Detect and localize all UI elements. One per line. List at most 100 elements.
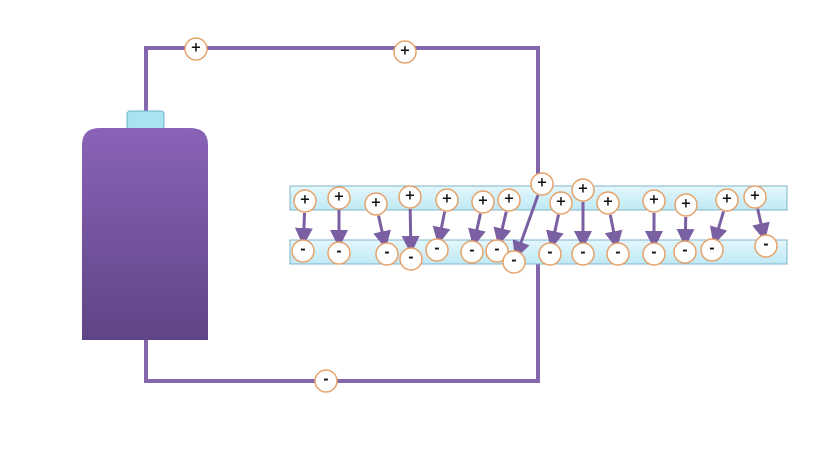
positive-charge-symbol: +: [191, 41, 202, 56]
negative-charge-circle: [754, 234, 778, 258]
negative-charge-circle: [375, 242, 399, 266]
field-arrow: [294, 212, 313, 247]
negative-charge: -: [673, 240, 697, 264]
negative-charge-symbol: -: [580, 246, 585, 261]
positive-charge-circle: [571, 178, 595, 202]
positive-charge: +: [674, 193, 698, 217]
positive-charge-symbol: +: [537, 176, 548, 191]
positive-charge-circle: [398, 185, 422, 209]
positive-charge: +: [743, 185, 767, 209]
negative-charge-symbol: -: [547, 246, 552, 261]
negative-charge-symbol: -: [511, 254, 516, 269]
positive-charge: +: [549, 191, 573, 215]
negative-charge-circle: [502, 250, 526, 274]
negative-charge: -: [314, 369, 338, 393]
positive-charge-circle: [715, 188, 739, 212]
field-arrow: [709, 211, 728, 246]
negative-charge-symbol: -: [323, 373, 328, 388]
positive-charge-symbol: +: [400, 44, 411, 59]
negative-charge-symbol: -: [384, 246, 389, 261]
positive-charge: +: [497, 188, 521, 212]
negative-charge-circle: [399, 247, 423, 271]
negative-charge-circle: [291, 239, 315, 263]
field-arrow: [468, 213, 486, 248]
negative-charge: -: [460, 240, 484, 264]
top-wire: [144, 46, 540, 186]
positive-charge: +: [364, 192, 388, 216]
negative-charge-circle: [571, 242, 595, 266]
negative-charge: -: [375, 242, 399, 266]
positive-charge-circle: [674, 193, 698, 217]
field-arrow: [493, 211, 512, 247]
negative-charge-circle: [425, 238, 449, 262]
negative-charge: -: [502, 250, 526, 274]
negative-charge-circle: [314, 369, 338, 393]
positive-charge-circle: [184, 37, 208, 61]
positive-charge-symbol: +: [405, 189, 416, 204]
negative-charge-circle: [700, 238, 724, 262]
negative-charge-symbol: -: [682, 244, 687, 259]
negative-charge-circle: [673, 240, 697, 264]
negative-charge: -: [606, 242, 630, 266]
charges: ---------------+++++++++++++++++-: [184, 37, 778, 393]
positive-charge-symbol: +: [603, 195, 614, 210]
negative-charge-circle: [460, 240, 484, 264]
positive-charge-circle: [471, 190, 495, 214]
negative-charge-symbol: -: [469, 244, 474, 259]
positive-charge-symbol: +: [649, 193, 660, 208]
positive-charge-circle: [327, 186, 351, 210]
positive-charge-symbol: +: [442, 192, 453, 207]
negative-charge-symbol: -: [408, 251, 413, 266]
negative-charge: -: [327, 241, 351, 265]
positive-charge-symbol: +: [750, 189, 761, 204]
positive-charge-circle: [596, 191, 620, 215]
negative-charge-symbol: -: [336, 245, 341, 260]
negative-charge: -: [700, 238, 724, 262]
negative-charge: -: [485, 239, 509, 263]
positive-charge: +: [435, 188, 459, 212]
positive-charge-circle: [497, 188, 521, 212]
positive-charge: +: [571, 178, 595, 202]
field-arrow: [512, 194, 540, 260]
field-arrow: [373, 215, 391, 250]
negative-charge-circle: [606, 242, 630, 266]
positive-charge: +: [596, 191, 620, 215]
positive-charge: +: [715, 188, 739, 212]
battery: [82, 110, 208, 340]
positive-charge-circle: [393, 40, 417, 64]
positive-charge: +: [184, 37, 208, 61]
positive-charge-circle: [530, 172, 554, 196]
field-arrow: [432, 211, 451, 246]
negative-charge-circle: [642, 242, 666, 266]
negative-charge: -: [399, 247, 423, 271]
positive-charge-symbol: +: [478, 194, 489, 209]
negative-charge-symbol: -: [651, 246, 656, 261]
positive-charge-symbol: +: [556, 195, 567, 210]
negative-charge: -: [425, 238, 449, 262]
positive-charge: +: [293, 189, 317, 213]
battery-body: [82, 128, 208, 340]
negative-charge: -: [754, 234, 778, 258]
positive-charge-circle: [435, 188, 459, 212]
negative-charge-circle: [538, 242, 562, 266]
negative-charge: -: [642, 242, 666, 266]
positive-charge-symbol: +: [300, 193, 311, 208]
negative-charge-symbol: -: [615, 246, 620, 261]
positive-charge-symbol: +: [371, 196, 382, 211]
positive-charge-circle: [549, 191, 573, 215]
negative-charge-symbol: -: [709, 242, 714, 257]
bottom-wire: [144, 264, 540, 383]
positive-charge-symbol: +: [504, 192, 515, 207]
negative-charge-circle: [485, 239, 509, 263]
positive-charge-symbol: +: [681, 197, 692, 212]
positive-charge-circle: [364, 192, 388, 216]
circuit-wire: [144, 46, 540, 383]
positive-charge: +: [398, 185, 422, 209]
positive-charge-symbol: +: [578, 182, 589, 197]
negative-charge: -: [291, 239, 315, 263]
positive-charge: +: [642, 189, 666, 213]
positive-charge-circle: [293, 189, 317, 213]
field-arrow: [546, 214, 564, 250]
negative-charge-symbol: -: [763, 238, 768, 253]
